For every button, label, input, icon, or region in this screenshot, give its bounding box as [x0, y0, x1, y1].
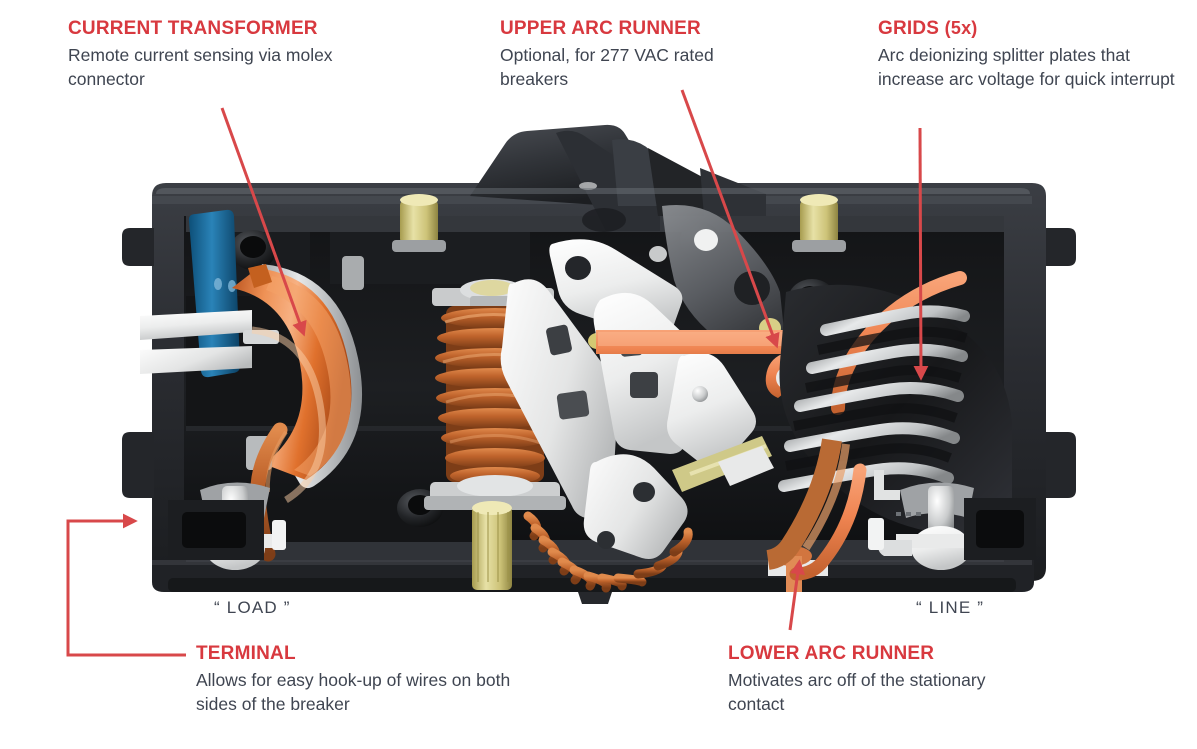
callout-title-grids: GRIDS (5x) [878, 18, 1178, 40]
brass-rivets [392, 194, 846, 252]
callout-title-grids-suffix: (5x) [944, 18, 978, 38]
callout-title-lower-arc-runner: LOWER ARC RUNNER [728, 643, 935, 664]
callout-body-upper-arc-runner: Optional, for 277 VAC rated breakers [500, 44, 714, 90]
callout-upper-arc-runner: UPPER ARC RUNNER Optional, for 277 VAC r… [500, 18, 750, 92]
molex-connector-bar-lower [140, 346, 252, 374]
port-label-line: “ LINE ” [916, 598, 985, 617]
load-side-assembly [140, 209, 364, 570]
copper-pigtail [523, 511, 693, 593]
callout-title-current-transformer: CURRENT TRANSFORMER [68, 18, 318, 39]
callout-grids: GRIDS (5x) Arc deionizing splitter plate… [878, 18, 1178, 92]
callout-body-current-transformer: Remote current sensing via molex connect… [68, 44, 333, 90]
current-transformer-part [232, 256, 364, 503]
callout-body-terminal: Allows for easy hook-up of wires on both… [196, 669, 511, 715]
callout-terminal: TERMINAL Allows for easy hook-up of wire… [196, 643, 526, 717]
callout-lower-arc-runner: LOWER ARC RUNNER Motivates arc off of th… [728, 643, 1028, 717]
lower-arc-runner-part [766, 438, 867, 581]
brass-plunger [472, 506, 512, 590]
callout-body-grids: Arc deionizing splitter plates that incr… [878, 44, 1175, 90]
callout-body-lower-arc-runner: Motivates arc off of the stationary cont… [728, 669, 986, 715]
callout-title-grids-main: GRIDS [878, 18, 940, 39]
line-side-assembly [868, 470, 1036, 570]
callout-current-transformer: CURRENT TRANSFORMER Remote current sensi… [68, 18, 398, 92]
port-label-load: “ LOAD ” [214, 598, 291, 617]
callout-title-upper-arc-runner: UPPER ARC RUNNER [500, 18, 701, 39]
callout-title-terminal: TERMINAL [196, 643, 296, 664]
